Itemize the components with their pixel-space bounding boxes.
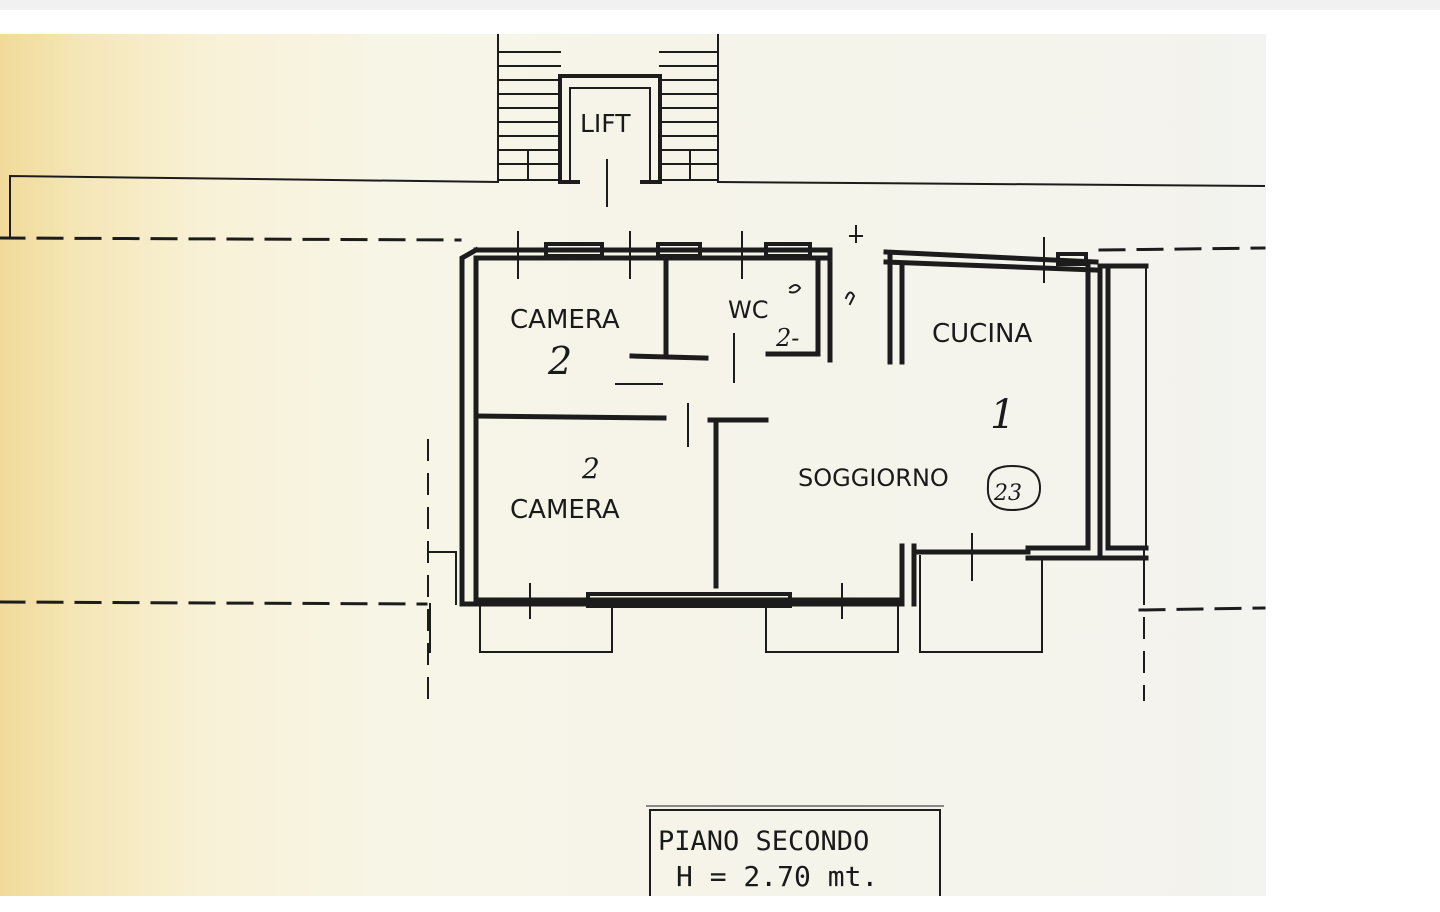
lift-label: LIFT bbox=[580, 109, 631, 138]
camera-top-label: CAMERA bbox=[510, 305, 620, 335]
ceiling-height-label: H = 2.70 mt. bbox=[676, 860, 878, 893]
soggiorno-mark: 23 bbox=[993, 481, 1022, 506]
soggiorno-label: SOGGIORNO bbox=[798, 464, 949, 492]
title-block: PIANO SECONDO H = 2.70 mt. bbox=[646, 805, 944, 896]
north-marker bbox=[849, 225, 863, 243]
wall-ticks bbox=[517, 231, 1045, 619]
corridor-wall bbox=[9, 174, 500, 237]
wc-doodle bbox=[788, 284, 856, 306]
top-strip bbox=[0, 0, 1440, 10]
dashed-reference-lines bbox=[0, 236, 1266, 612]
paper-background bbox=[0, 34, 1266, 896]
wc-label: WC bbox=[728, 296, 769, 324]
camera-top-mark: 2 bbox=[547, 339, 572, 383]
cucina-label: CUCINA bbox=[932, 319, 1032, 349]
floor-plan-drawing: LIFT CAMERA 2 WC 2- CUCINA 1 SOGGIORNO 2… bbox=[0, 34, 1266, 896]
axis-lines bbox=[427, 439, 1145, 713]
interior-walls bbox=[473, 255, 821, 589]
lift-shaft bbox=[558, 74, 662, 207]
staircase bbox=[497, 34, 719, 181]
camera-bottom-label: CAMERA bbox=[510, 495, 620, 525]
living-mark: 1 bbox=[990, 392, 1015, 438]
corridor-wall bbox=[716, 180, 1266, 188]
floor-label: PIANO SECONDO bbox=[658, 826, 869, 857]
windows bbox=[544, 242, 1088, 608]
wc-mark: 2- bbox=[775, 324, 799, 352]
balconies bbox=[429, 265, 1147, 653]
camera-bottom-mark: 2 bbox=[581, 452, 600, 485]
soggiorno-circle bbox=[986, 464, 1042, 512]
